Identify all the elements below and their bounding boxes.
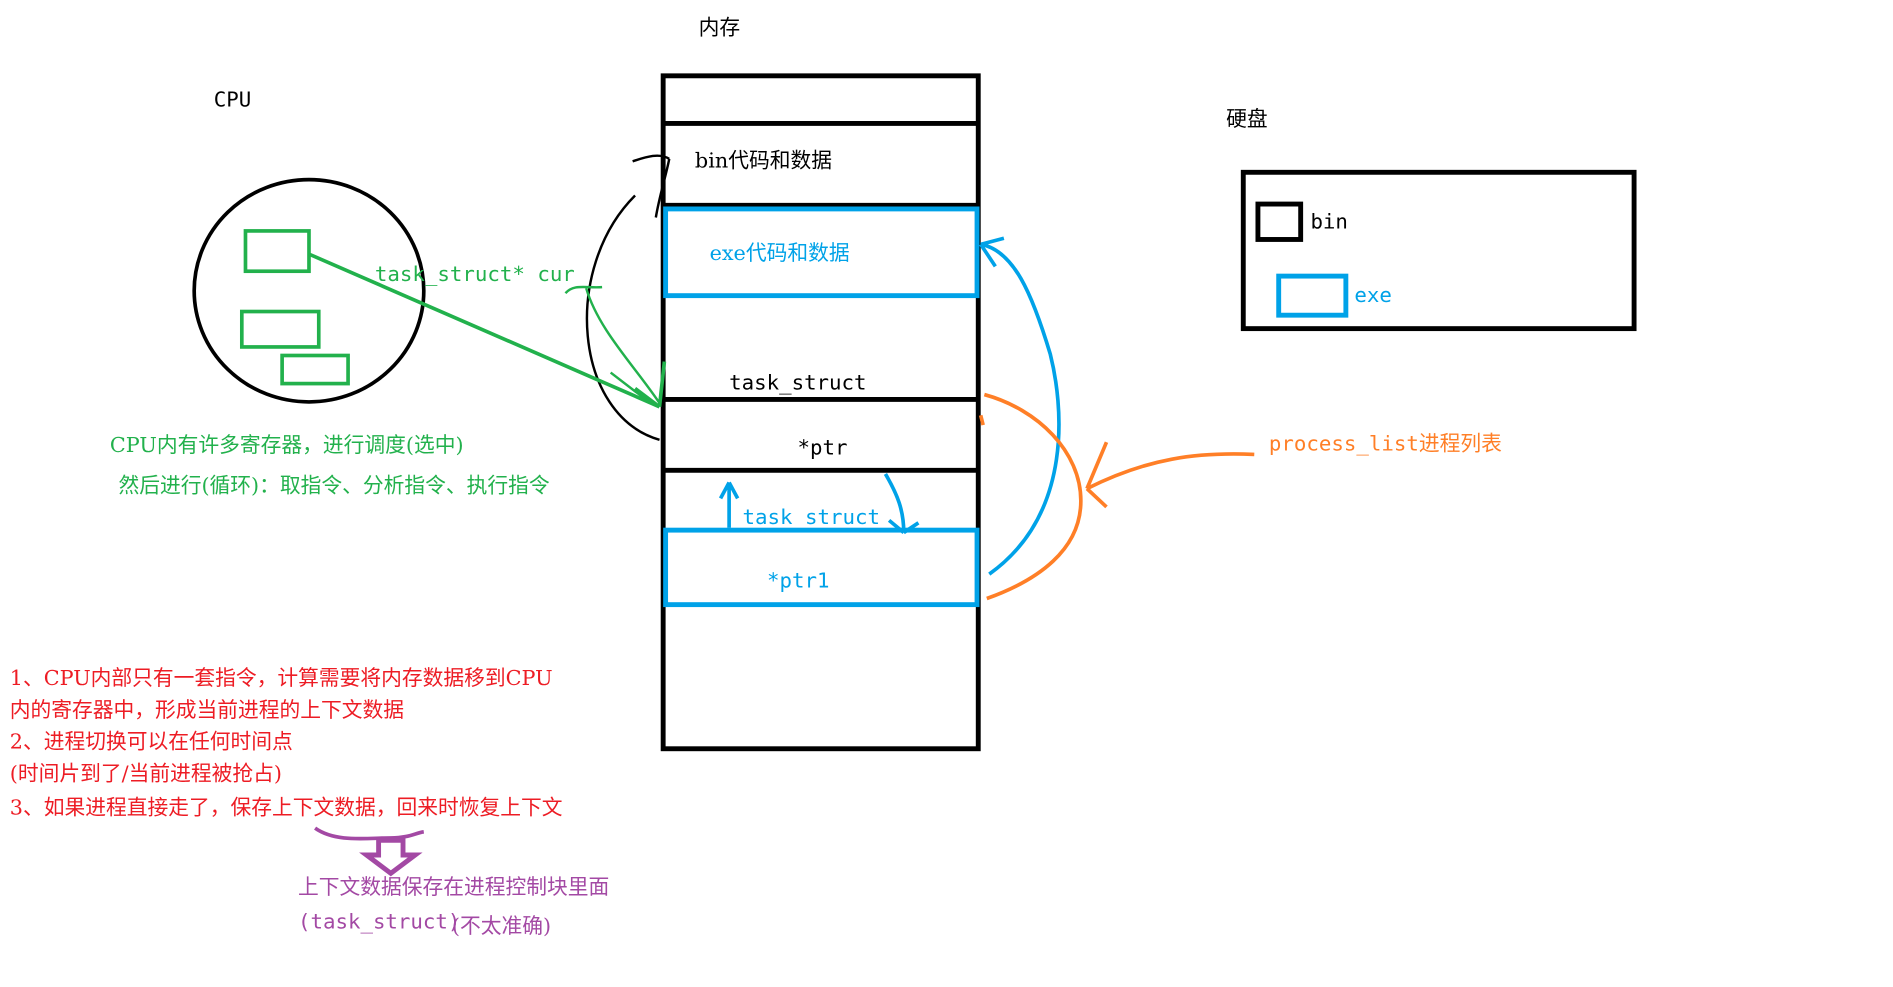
- conclusion-line-2a: (task_struct): [298, 909, 460, 933]
- cpu-title: CPU: [214, 87, 251, 111]
- exe-block-label: exe代码和数据: [710, 241, 850, 265]
- purple-underline: [314, 826, 425, 841]
- ptr1-block: [663, 527, 980, 608]
- memory-box: [660, 73, 981, 752]
- note-line-3: 2、进程切换可以在任何时间点: [10, 730, 293, 754]
- note-line-5: 3、如果进程直接走了，保存上下文数据，回来时恢复上下文: [10, 796, 563, 820]
- disk-exe-label: exe: [1354, 283, 1391, 307]
- cpu-note-2: 然后进行(循环)：取指令、分析指令、执行指令: [118, 473, 549, 497]
- conclusion-line-1: 上下文数据保存在进程控制块里面: [298, 875, 609, 899]
- purple-down-arrow: [359, 837, 423, 877]
- disk-box: [1240, 169, 1637, 332]
- task-struct-label-2: task_struct: [743, 505, 880, 529]
- blue-load-arrow: [979, 236, 1061, 576]
- cpu-registers: [239, 229, 350, 386]
- cur-pointer-label: task_struct* cur: [375, 262, 575, 286]
- cpu-circle: [192, 177, 426, 404]
- process-list-label: process_list进程列表: [1269, 432, 1502, 456]
- ptr1-label: *ptr1: [767, 569, 829, 593]
- disk-bin-file: [1255, 201, 1304, 242]
- disk-exe-file: [1276, 273, 1349, 318]
- orange-list-brace: [978, 392, 1083, 601]
- cur-pointer-arrow: [308, 252, 667, 409]
- bin-block-label: bin代码和数据: [695, 148, 832, 172]
- cpu-note-1: CPU内有许多寄存器，进行调度(选中): [110, 433, 464, 457]
- black-loop-arrow: [585, 154, 671, 441]
- exe-block: [663, 206, 980, 299]
- memory-title: 内存: [699, 15, 741, 39]
- orange-pointer-arrow: [1085, 441, 1255, 509]
- green-curve: [564, 285, 661, 404]
- disk-bin-label: bin: [1310, 209, 1347, 233]
- note-line-1: 1、CPU内部只有一套指令，计算需要将内存数据移到CPU: [10, 666, 553, 690]
- disk-title: 硬盘: [1226, 107, 1268, 131]
- ptr-label: *ptr: [798, 435, 848, 459]
- conclusion-line-2b: (不太准确): [452, 914, 551, 938]
- note-line-2: 内的寄存器中，形成当前进程的上下文数据: [10, 698, 404, 722]
- task-struct-label: task_struct: [729, 371, 866, 395]
- blue-link-arrows: [718, 473, 920, 535]
- note-line-4: (时间片到了/当前进程被抢占): [10, 762, 282, 786]
